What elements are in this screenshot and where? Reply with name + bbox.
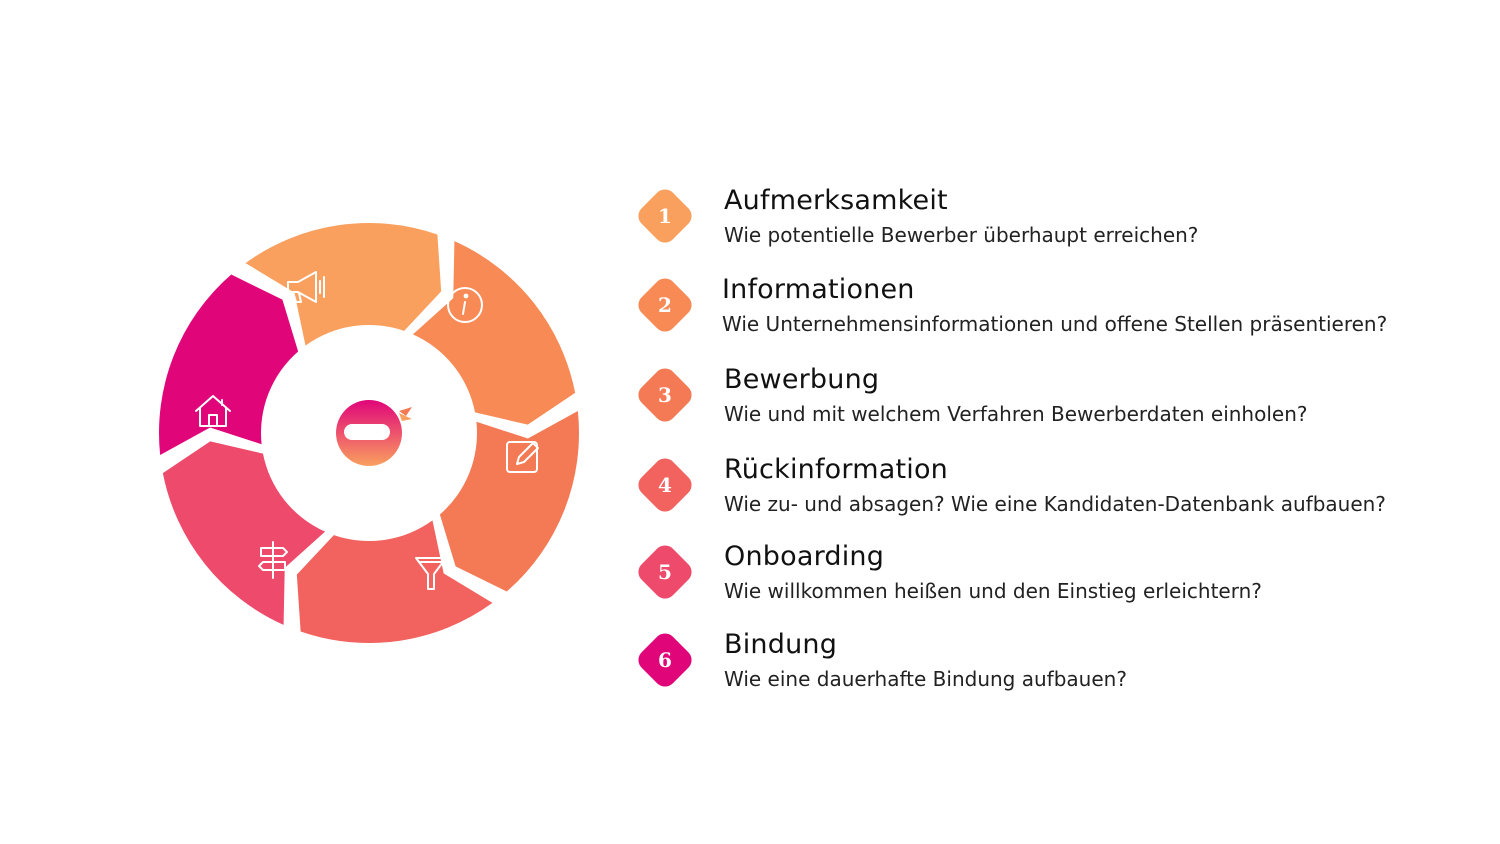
- step-title: Bewerbung: [724, 364, 880, 395]
- cycle-segment-6: [159, 274, 299, 455]
- badge-diamond: [638, 633, 692, 687]
- step-title: Bindung: [724, 629, 838, 660]
- badge-diamond: [638, 278, 692, 332]
- info-icon: [447, 287, 483, 323]
- badge-diamond: [638, 545, 692, 599]
- step-badge: 6: [626, 621, 704, 699]
- cycle-diagram: [159, 223, 579, 643]
- cycle-segment-5: [162, 441, 326, 625]
- step-number: 4: [658, 473, 672, 497]
- step-title: Rückinformation: [724, 454, 948, 485]
- badge-diamond: [638, 458, 692, 512]
- step-title: Onboarding: [724, 541, 885, 572]
- step-description: Wie potentielle Bewerber überhaupt errei…: [724, 223, 1199, 247]
- ninja-logo-icon: [336, 400, 412, 466]
- badge-diamond: [638, 368, 692, 422]
- badge-diamond: [638, 189, 692, 243]
- step-number: 5: [658, 560, 672, 584]
- cycle-segment-1: [245, 223, 442, 346]
- step-badge: 3: [626, 356, 704, 434]
- step-number: 2: [658, 293, 672, 317]
- step-description: Wie willkommen heißen und den Einstieg e…: [724, 579, 1262, 603]
- step-description: Wie und mit welchem Verfahren Bewerberda…: [724, 402, 1308, 426]
- funnel-icon: [415, 557, 447, 590]
- step-title: Informationen: [722, 274, 915, 305]
- home-icon: [195, 395, 231, 427]
- step-number: 6: [658, 648, 672, 672]
- step-number: 1: [658, 204, 672, 228]
- edit-icon: [506, 441, 539, 473]
- step-badge: 1: [626, 177, 704, 255]
- step-description: Wie eine dauerhafte Bindung aufbauen?: [724, 667, 1127, 691]
- cycle-segments: [159, 223, 579, 643]
- step-badge: 4: [626, 446, 704, 524]
- megaphone-icon: [287, 271, 325, 303]
- cycle-segment-4: [296, 520, 493, 643]
- cycle-segment-2: [412, 241, 576, 425]
- signpost-icon: [258, 541, 288, 579]
- step-badge: 2: [626, 266, 704, 344]
- step-description: Wie Unternehmensinformationen und offene…: [722, 312, 1388, 336]
- step-badge: 5: [626, 533, 704, 611]
- step-number: 3: [658, 383, 672, 407]
- cycle-segment-3: [439, 411, 579, 592]
- step-title: Aufmerksamkeit: [724, 185, 948, 216]
- step-description: Wie zu- und absagen? Wie eine Kandidaten…: [724, 492, 1386, 516]
